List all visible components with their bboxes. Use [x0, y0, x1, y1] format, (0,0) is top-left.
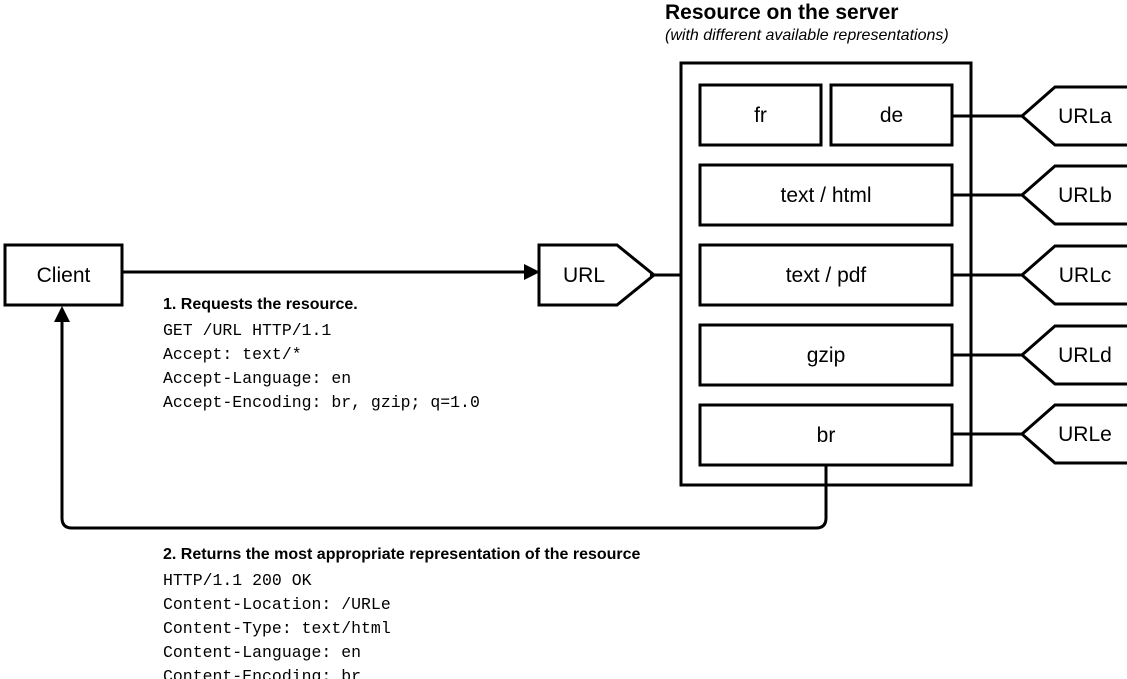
url-tag-label-urlb: URLb — [1058, 183, 1112, 207]
request-note: 1. Requests the resource. GET /URL HTTP/… — [163, 296, 480, 415]
response-arrow-path — [60, 320, 828, 530]
representation-box-gzip — [698, 323, 954, 387]
request-note-heading: 1. Requests the resource. — [163, 296, 358, 313]
url-tag-shape-urla — [1019, 85, 1127, 147]
representation-label-gzip: gzip — [806, 343, 846, 367]
client-label: Client — [36, 263, 91, 287]
request-note-body: GET /URL HTTP/1.1 Accept: text/* Accept-… — [163, 321, 480, 412]
url-tag-label-urle: URLe — [1058, 422, 1112, 446]
url-node-label: URL — [562, 263, 605, 287]
url-tag-shape-urle — [1019, 403, 1127, 465]
response-note-body: HTTP/1.1 200 OK Content-Location: /URLe … — [163, 571, 391, 679]
representation-box-fr — [698, 83, 823, 147]
representation-label-text-html: text / html — [780, 183, 872, 207]
url-tag-label-urla: URLa — [1058, 104, 1112, 128]
client-box — [3, 243, 124, 307]
url-tag-shape-urld — [1019, 324, 1127, 386]
representation-box-text-pdf — [698, 243, 954, 307]
representation-label-br: br — [816, 423, 836, 447]
url-tag-label-urld: URLd — [1058, 343, 1112, 367]
representation-label-de: de — [879, 103, 904, 127]
url-tag-shape-urlb — [1019, 164, 1127, 226]
url-node-shape — [537, 243, 657, 307]
representation-box-text-html — [698, 163, 954, 227]
representation-label-text-pdf: text / pdf — [785, 263, 867, 287]
response-note: 2. Returns the most appropriate represen… — [163, 546, 640, 679]
request-arrow-head — [524, 264, 540, 280]
representation-box-de — [829, 83, 954, 147]
server-subtitle: (with different available representation… — [665, 27, 949, 44]
response-arrow-head — [54, 306, 70, 322]
url-tag-label-urlc: URLc — [1058, 263, 1112, 287]
server-title: Resource on the server — [665, 1, 899, 24]
representation-label-fr: fr — [754, 103, 767, 127]
response-note-heading: 2. Returns the most appropriate represen… — [163, 546, 641, 563]
url-tag-shape-urlc — [1019, 244, 1127, 306]
representation-box-br — [698, 403, 954, 467]
